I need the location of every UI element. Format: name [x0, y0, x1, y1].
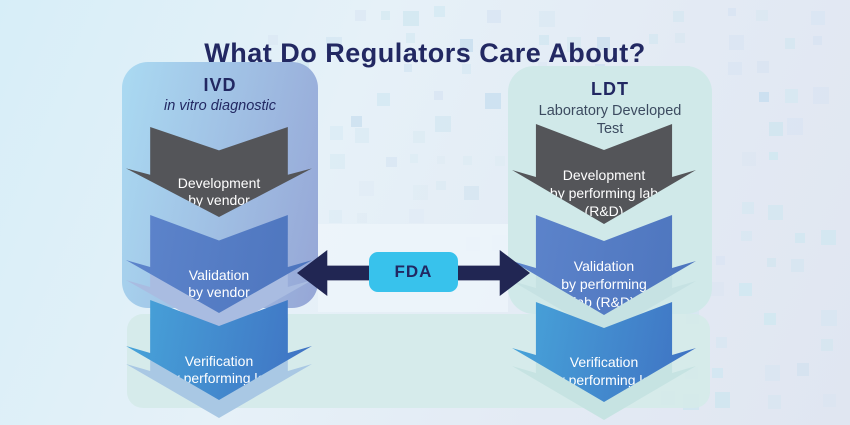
page-title: What Do Regulators Care About? — [204, 38, 646, 69]
ivd-subheading: in vitro diagnostic — [163, 98, 277, 114]
ivd-heading: IVD — [203, 75, 237, 95]
ivd-validation-label: Validation by vendor — [188, 266, 250, 301]
ivd-development-label: Development by vendor — [177, 174, 261, 209]
fda-box: FDA — [369, 252, 458, 292]
fda-label: FDA — [394, 262, 433, 281]
ldt-subheading: Laboratory Developed Test — [538, 103, 682, 138]
ldt-heading: LDT — [591, 79, 629, 99]
